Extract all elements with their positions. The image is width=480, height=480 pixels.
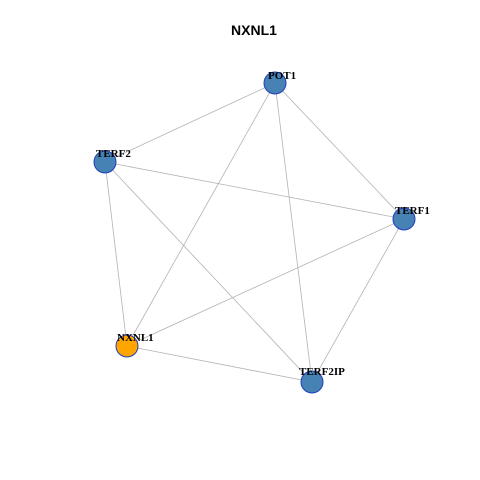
edge-pot1-nxnl1 — [126, 82, 276, 347]
node-terf1[interactable] — [392, 207, 416, 231]
node-label-terf2ip: TERF2IP — [299, 366, 345, 378]
node-terf2[interactable] — [93, 150, 117, 174]
node-label-terf1: TERF1 — [395, 205, 430, 217]
edge-terf1-nxnl1 — [126, 218, 405, 347]
node-label-nxnl1: NXNL1 — [117, 332, 154, 344]
node-label-terf2: TERF2 — [96, 148, 131, 160]
edge-terf1-terf2ip — [311, 218, 405, 383]
edge-layer — [104, 82, 405, 383]
edge-pot1-terf1 — [274, 82, 405, 220]
edge-terf2-terf2ip — [104, 161, 313, 383]
edge-nxnl1-terf2ip — [126, 345, 313, 383]
node-pot1[interactable] — [263, 71, 287, 95]
node-terf2ip[interactable] — [300, 370, 324, 394]
node-label-pot1: POT1 — [268, 70, 296, 82]
edge-terf2-terf1 — [104, 161, 405, 220]
node-nxnl1[interactable] — [115, 334, 139, 358]
diagram-title: NXNL1 — [231, 22, 277, 38]
edge-pot1-terf2ip — [274, 82, 313, 383]
edge-pot1-terf2 — [104, 82, 276, 163]
edge-terf2-nxnl1 — [104, 161, 128, 347]
node-layer — [93, 71, 416, 394]
